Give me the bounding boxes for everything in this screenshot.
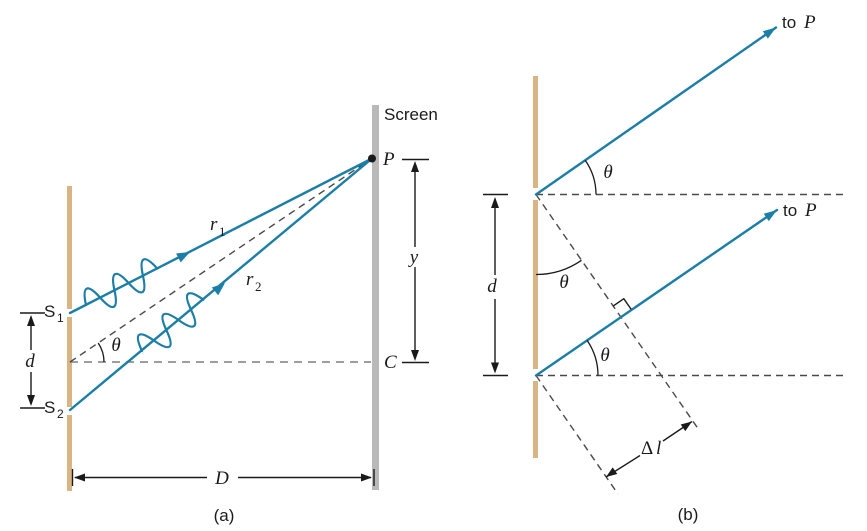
perpendicular-dashed-from-top-slit [535, 194, 700, 431]
source-s1-label: S [44, 302, 55, 321]
ray-r1-arrowhead [176, 252, 190, 263]
source-s2-subscript: 2 [57, 407, 64, 421]
r1-subscript: 1 [219, 224, 226, 239]
lower-ray-to-p [534, 208, 779, 377]
d-dimension-a [20, 312, 45, 409]
delta-l-label-var: l [656, 438, 661, 459]
theta-arc-a [97, 342, 105, 363]
d-dim-b-arrow-down [491, 362, 499, 374]
d-dim-a-arrow-up [27, 315, 35, 326]
theta-arc-upper [584, 159, 597, 195]
upper-ray-arrowhead [762, 27, 776, 39]
delta-l-label-delta: Δ [641, 438, 653, 459]
to-p-lower-p: P [804, 200, 817, 221]
r2-subscript: 2 [255, 279, 262, 294]
theta-label-lower: θ [600, 345, 609, 366]
d-dim-b-arrow-up [491, 197, 499, 208]
wave-on-r1 [83, 258, 159, 308]
theta-label-barrier: θ [559, 272, 568, 293]
theta-label-a: θ [111, 335, 120, 356]
ray-r2 [68, 157, 374, 412]
D-dimension [71, 469, 375, 486]
point-p-dot [368, 154, 376, 163]
y-dim-arrow-up [411, 161, 419, 172]
r1-label: r [210, 214, 218, 235]
r2-label: r [246, 269, 254, 290]
D-dim-arrow-right [361, 473, 372, 482]
D-label: D [214, 468, 229, 489]
delta-l-dimension [605, 420, 693, 478]
delta-l-arrow-upper [680, 421, 692, 432]
y-dimension [402, 158, 429, 364]
point-p-label: P [382, 149, 395, 170]
theta-label-upper: θ [603, 162, 612, 183]
panel-a-caption: (a) [214, 506, 235, 525]
screen-label: Screen [384, 105, 438, 124]
delta-l-arrow-lower [606, 467, 618, 477]
theta-arc-barrier [535, 259, 582, 276]
panel-b-caption: (b) [678, 505, 699, 524]
d-dim-a-arrow-down [27, 395, 35, 406]
perpendicular-dashed-from-bottom-slit [535, 375, 619, 495]
d-label-b: d [487, 276, 497, 297]
to-p-upper-p: P [803, 12, 816, 33]
theta-arc-lower [586, 340, 599, 376]
D-dim-arrow-left [74, 473, 85, 482]
wave-on-r2 [136, 292, 205, 353]
panel-a: Screen P C y r 1 r 2 S 1 S 2 θ d D (a) [20, 105, 438, 525]
ray-r1 [68, 157, 374, 315]
panel-b: to P to P θ θ θ d Δ l (b) [483, 12, 848, 524]
source-s2-label: S [44, 398, 55, 417]
d-label-a: d [25, 351, 35, 372]
upper-ray-to-p [534, 26, 778, 196]
y-label: y [408, 247, 419, 268]
source-s1-subscript: 1 [57, 311, 64, 325]
lower-ray-arrowhead [763, 210, 777, 222]
d-dimension-b [483, 193, 508, 377]
to-p-lower-to: to [783, 201, 797, 220]
midpoint-to-p-dashed-line [69, 158, 372, 363]
ray-r2-arrowhead [211, 283, 225, 296]
right-angle-mark [612, 297, 632, 310]
to-p-upper-to: to [782, 13, 796, 32]
y-dim-arrow-down [411, 350, 419, 361]
center-c-label: C [384, 352, 397, 373]
